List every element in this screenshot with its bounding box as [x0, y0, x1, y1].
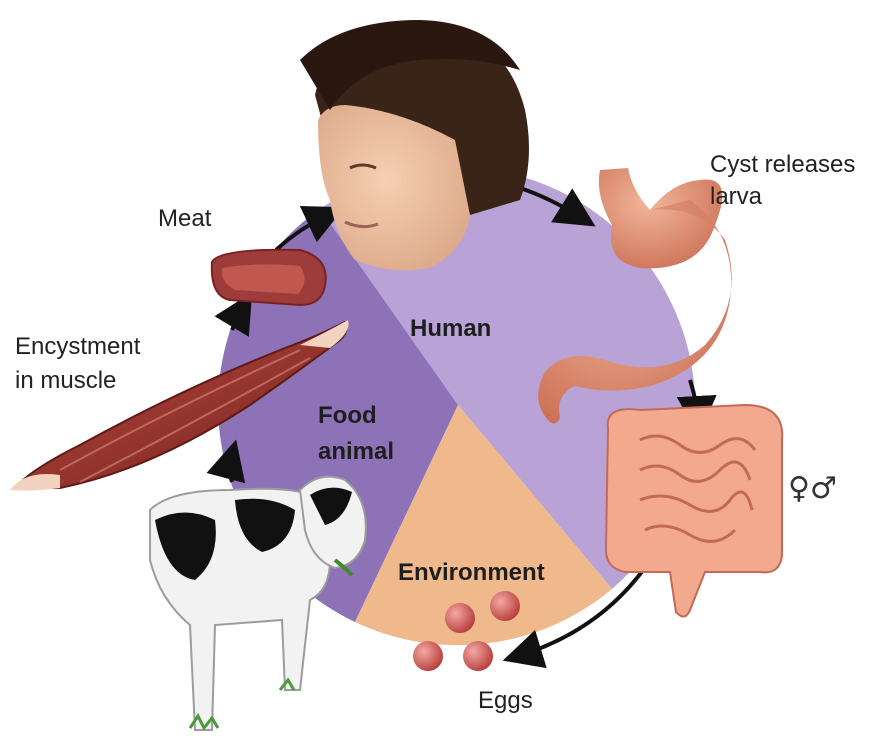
stage-label-encystment-line1: Encystment — [15, 333, 141, 360]
egg — [490, 591, 520, 621]
stage-label-meat: Meat — [158, 205, 212, 232]
stage-label-cyst-line1: Cyst releases — [710, 151, 855, 178]
stage-label-encystment-line2: in muscle — [15, 367, 116, 394]
stage-label-cyst-line2: larva — [710, 183, 763, 210]
sector-label-environment: Environment — [398, 559, 545, 586]
sector-label-food-animal-line2: animal — [318, 438, 394, 465]
egg — [445, 603, 475, 633]
sector-label-food-animal-line1: Food — [318, 402, 377, 429]
arrow-cow-to-muscle — [230, 455, 232, 482]
sex-symbols: ♀♂ — [788, 471, 837, 506]
egg — [463, 641, 493, 671]
sector-label-human: Human — [410, 315, 491, 342]
egg — [413, 641, 443, 671]
meat-icon — [212, 250, 326, 305]
stage-label-eggs: Eggs — [478, 687, 533, 714]
